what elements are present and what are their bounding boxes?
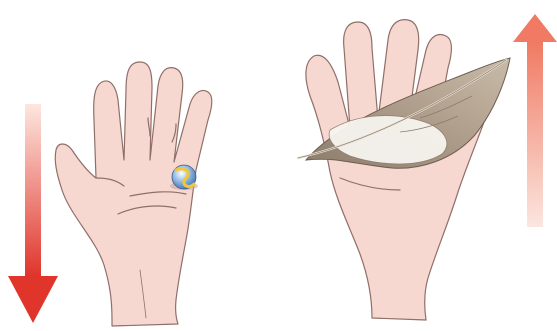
arrow-up-icon [513,14,557,227]
left-hand [55,62,212,326]
right-hand [306,20,485,320]
arrow-down-icon [8,104,58,323]
